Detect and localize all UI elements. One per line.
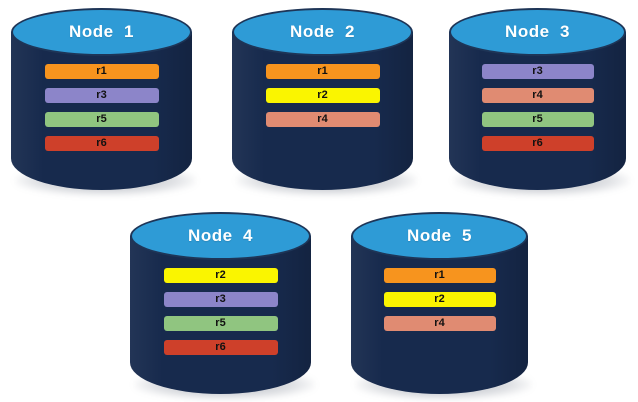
cylinder-top: Node 5 (351, 212, 528, 260)
node-cylinder-5[interactable]: Node 5 r1 r2 r4 (351, 212, 532, 400)
cylinder-top: Node 3 (449, 8, 626, 56)
node-title: Node 1 (69, 22, 134, 41)
record-label: r3 (96, 89, 107, 101)
record-bar[interactable]: r3 (163, 292, 278, 307)
record-bar[interactable]: r1 (44, 64, 159, 79)
record-list: r1 r3 r5 r6 (11, 64, 192, 151)
cylinder-top: Node 1 (11, 8, 192, 56)
record-label: r3 (215, 293, 226, 305)
cylinder-body (351, 236, 528, 394)
record-bar[interactable]: r6 (163, 340, 278, 355)
record-label: r4 (532, 89, 543, 101)
node-title: Node 5 (407, 226, 472, 245)
record-bar[interactable]: r3 (44, 88, 159, 103)
record-bar[interactable]: r2 (163, 268, 278, 283)
cylinder-body (11, 32, 192, 190)
record-label: r6 (532, 137, 543, 149)
node-title: Node 3 (505, 22, 570, 41)
record-bar[interactable]: r2 (383, 292, 496, 307)
record-bar[interactable]: r4 (265, 112, 380, 127)
record-label: r6 (96, 137, 107, 149)
record-list: r2 r3 r5 r6 (130, 268, 311, 355)
record-bar[interactable]: r3 (481, 64, 594, 79)
record-list: r1 r2 r4 (232, 64, 413, 127)
record-label: r4 (317, 113, 328, 125)
node-cylinder-3[interactable]: Node 3 r3 r4 r5 r6 (449, 8, 630, 196)
record-bar[interactable]: r6 (481, 136, 594, 151)
cylinder-body (449, 32, 626, 190)
record-label: r5 (532, 113, 543, 125)
record-bar[interactable]: r1 (383, 268, 496, 283)
cylinder-top: Node 4 (130, 212, 311, 260)
record-list: r1 r2 r4 (351, 268, 528, 331)
record-label: r1 (434, 269, 445, 281)
record-bar[interactable]: r4 (383, 316, 496, 331)
record-label: r3 (532, 65, 543, 77)
node-cylinder-1[interactable]: Node 1 r1 r3 r5 r6 (11, 8, 196, 196)
record-list: r3 r4 r5 r6 (449, 64, 626, 151)
record-bar[interactable]: r5 (44, 112, 159, 127)
record-bar[interactable]: r1 (265, 64, 380, 79)
record-label: r5 (96, 113, 107, 125)
node-cylinder-4[interactable]: Node 4 r2 r3 r5 r6 (130, 212, 315, 400)
record-label: r5 (215, 317, 226, 329)
record-label: r2 (434, 293, 445, 305)
record-label: r4 (434, 317, 445, 329)
record-label: r1 (317, 65, 328, 77)
record-bar[interactable]: r4 (481, 88, 594, 103)
cylinder-body (130, 236, 311, 394)
node-cylinder-2[interactable]: Node 2 r1 r2 r4 (232, 8, 417, 196)
node-title: Node 2 (290, 22, 355, 41)
record-bar[interactable]: r5 (163, 316, 278, 331)
cylinder-body (232, 32, 413, 190)
node-title: Node 4 (188, 226, 253, 245)
record-label: r2 (317, 89, 328, 101)
record-bar[interactable]: r5 (481, 112, 594, 127)
record-label: r6 (215, 341, 226, 353)
record-label: r1 (96, 65, 107, 77)
record-label: r2 (215, 269, 226, 281)
record-bar[interactable]: r6 (44, 136, 159, 151)
cylinder-top: Node 2 (232, 8, 413, 56)
record-bar[interactable]: r2 (265, 88, 380, 103)
